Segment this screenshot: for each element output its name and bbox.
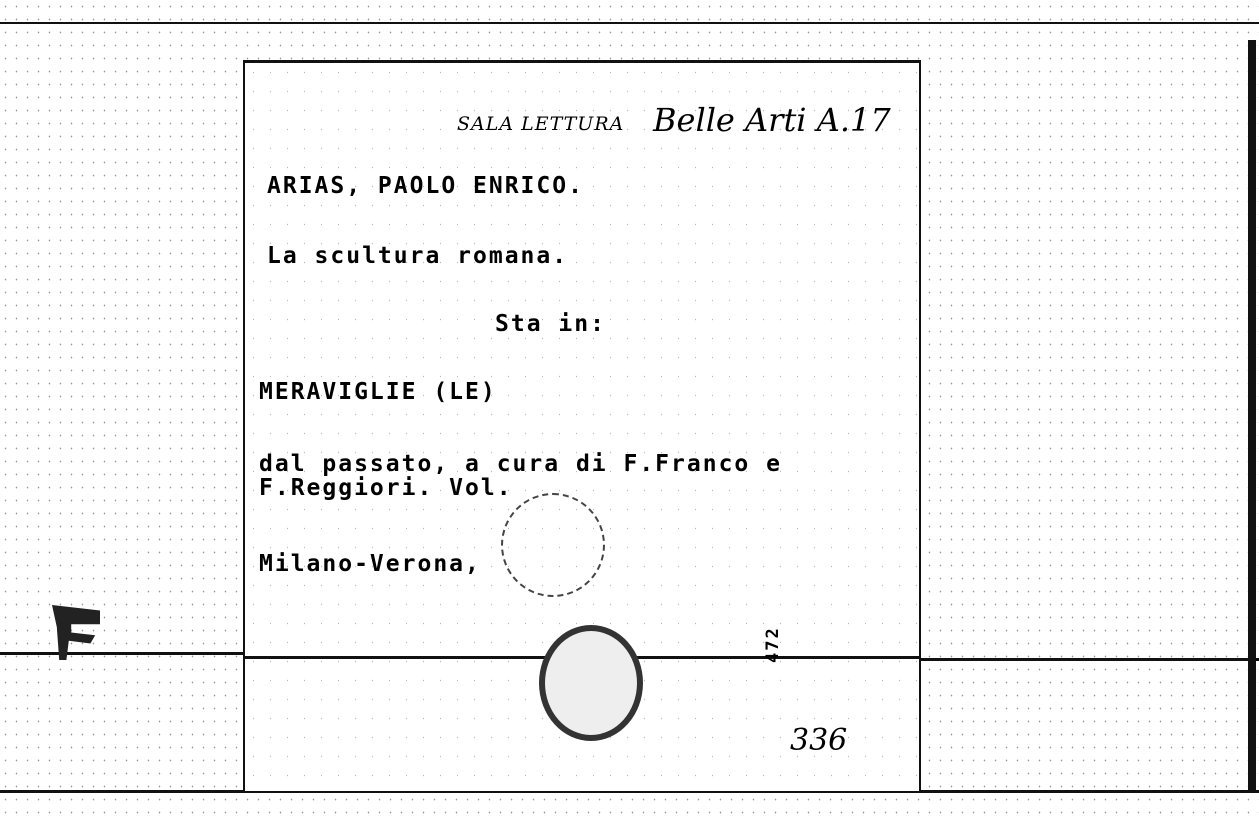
- right-edge: [1248, 40, 1256, 790]
- middle-rule-right: [917, 658, 1259, 661]
- location-handwritten: Belle Arti A.17: [653, 101, 891, 139]
- author: ARIAS, PAOLO ENRICO.: [267, 173, 584, 199]
- location-stamp: SALA LETTURA: [457, 113, 625, 135]
- card-number: 336: [790, 723, 848, 758]
- middle-rule-left: [0, 652, 245, 655]
- punch-hole: [539, 625, 643, 741]
- punch-hole-outline: [501, 493, 605, 597]
- series-line-2: F.Reggiori. Vol.: [259, 475, 513, 501]
- title: La scultura romana.: [267, 243, 569, 269]
- in-label: Sta in:: [495, 311, 606, 337]
- series-line-1: dal passato, a cura di F.Franco e: [259, 451, 782, 477]
- vertical-number: 472: [763, 626, 783, 663]
- top-rule: [0, 22, 1259, 24]
- place: Milano-Verona,: [259, 551, 481, 577]
- catalog-card: SALA LETTURA Belle Arti A.17 ARIAS, PAOL…: [243, 60, 921, 793]
- series-title: MERAVIGLIE (LE): [259, 379, 497, 405]
